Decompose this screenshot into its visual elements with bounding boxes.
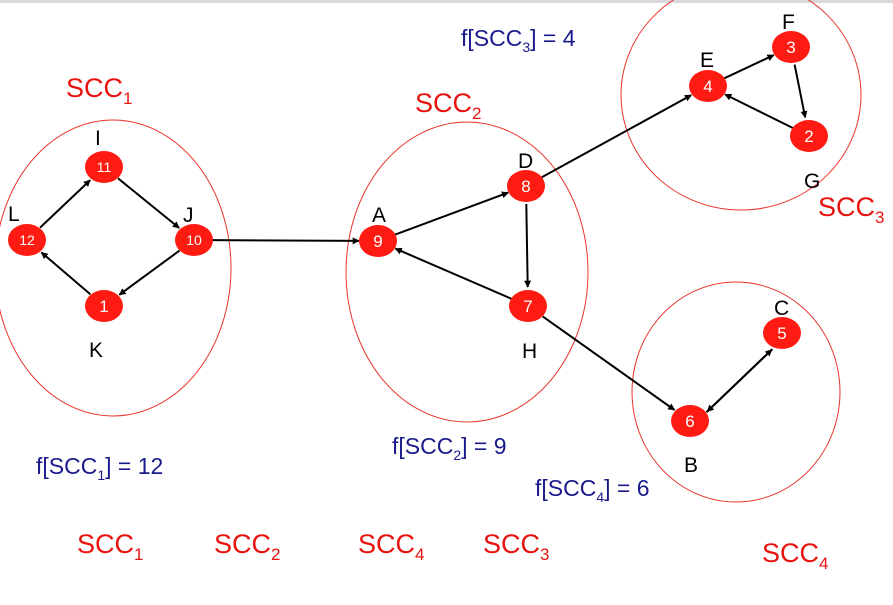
node-I-letter: I (95, 127, 101, 150)
edge-E-F (723, 54, 775, 80)
node-C: 5 (763, 317, 801, 349)
node-H: 7 (509, 290, 547, 322)
node-L-letter: L (8, 203, 20, 226)
node-F-number: 3 (786, 38, 795, 57)
order-item-1: SCC1 (77, 529, 143, 564)
edge-K-L (40, 251, 91, 296)
node-G: 2 (790, 120, 828, 152)
node-F: 3 (772, 31, 810, 63)
scc1-label: SCC1 (66, 73, 132, 108)
node-D: 8 (507, 170, 545, 202)
node-A: 9 (359, 225, 397, 257)
scc2-boundary (345, 121, 589, 423)
node-J-letter: J (183, 204, 194, 227)
node-K: 1 (85, 290, 123, 322)
node-B: 6 (671, 405, 709, 437)
node-G-number: 2 (804, 127, 813, 146)
edge-H-B (542, 315, 676, 411)
node-I: 11 (85, 151, 123, 183)
scc2-label: SCC2 (415, 88, 481, 123)
node-F-letter: F (782, 11, 795, 34)
node-J: 10 (175, 224, 213, 256)
node-E: 4 (689, 70, 727, 102)
edge-H-A (394, 247, 512, 300)
node-L: 12 (8, 224, 46, 256)
order-item-3: SCC4 (358, 529, 424, 564)
scc1-boundary (0, 119, 232, 417)
top-border (0, 0, 893, 3)
node-G-letter: G (804, 170, 820, 193)
node-H-number: 7 (523, 297, 532, 316)
node-D-letter: D (518, 150, 533, 173)
edge-J-A (211, 237, 360, 245)
node-I-number: 11 (97, 159, 112, 175)
scc4-boundary (631, 281, 841, 503)
node-B-number: 6 (685, 412, 694, 431)
order-item-2: SCC2 (214, 529, 280, 564)
node-B-letter: B (684, 454, 698, 477)
node-A-number: 9 (373, 232, 382, 251)
edge-D-H (524, 203, 532, 288)
finish-label-scc2: f[SCC2] = 9 (392, 433, 507, 463)
finish-label-scc4: f[SCC4] = 6 (535, 475, 650, 505)
order-item-4: SCC3 (483, 529, 549, 564)
finish-label-scc1: f[SCC1] = 12 (36, 453, 163, 483)
node-L-number: 12 (19, 232, 35, 248)
scc3-label: SCC3 (818, 192, 884, 227)
node-E-letter: E (700, 49, 714, 72)
scc3-boundary (620, 0, 862, 211)
edges (39, 54, 808, 413)
edge-I-J (117, 177, 180, 229)
node-K-letter: K (89, 339, 103, 362)
scc4-label: SCC4 (762, 538, 828, 573)
edge-A-D (394, 191, 509, 236)
node-E-number: 4 (703, 77, 712, 96)
edge-F-G (793, 64, 808, 119)
edge-G-E (724, 93, 794, 129)
edge-C-B (706, 348, 774, 413)
node-D-number: 8 (521, 177, 530, 196)
node-C-letter: C (774, 297, 789, 320)
edge-L-I (39, 179, 91, 229)
edge-J-K (118, 249, 181, 296)
node-J-number: 10 (186, 232, 202, 248)
node-A-letter: A (372, 204, 386, 227)
finish-label-scc3: f[SCC3] = 4 (461, 25, 576, 55)
node-H-letter: H (522, 340, 537, 363)
node-C-number: 5 (777, 324, 786, 343)
node-K-number: 1 (99, 297, 108, 316)
edge-D-E (541, 94, 692, 179)
